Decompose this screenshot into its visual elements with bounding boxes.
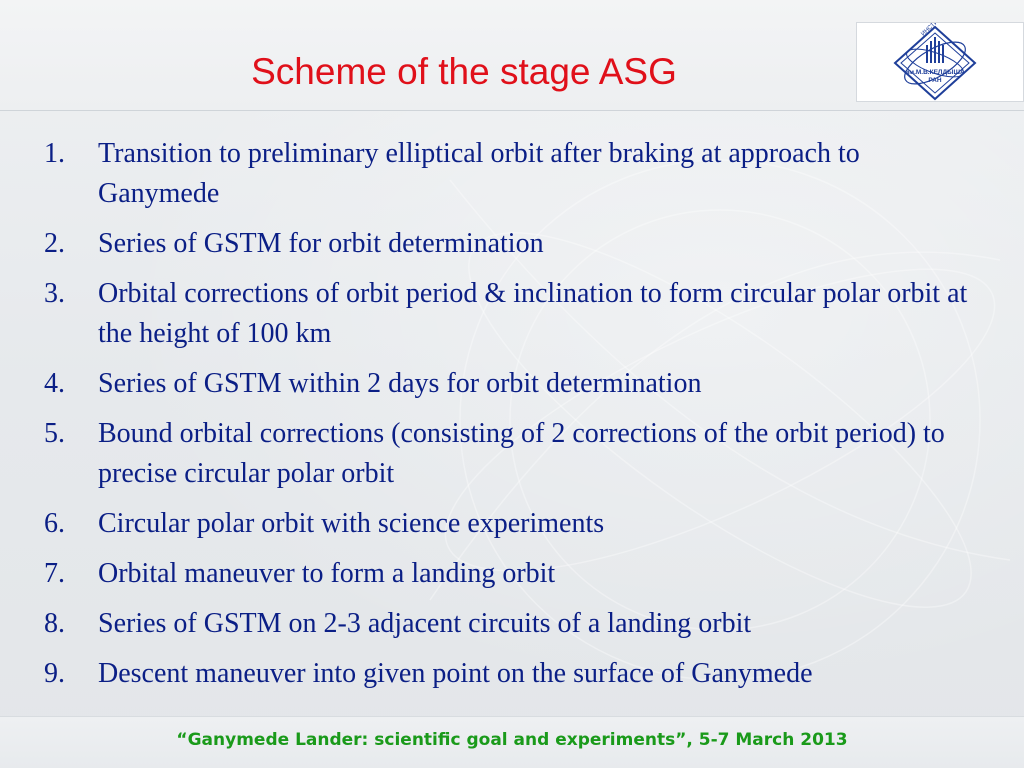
institute-logo: ИНСТИТУТ им.М.В.КЕЛДЫША РАН	[856, 22, 1024, 102]
footer-citation: “Ganymede Lander: scientific goal and ex…	[176, 730, 848, 750]
slide-title: Scheme of the stage ASG	[251, 51, 677, 92]
step-number: 2.	[44, 228, 65, 259]
list-item: 1. Transition to preliminary elliptical …	[40, 134, 980, 214]
list-item: 6. Circular polar orbit with science exp…	[40, 504, 980, 544]
step-text: Descent maneuver into given point on the…	[98, 658, 813, 689]
step-text: Transition to preliminary elliptical orb…	[98, 138, 860, 209]
step-number: 9.	[44, 658, 65, 689]
step-text: Series of GSTM for orbit determination	[98, 228, 544, 259]
step-number: 5.	[44, 418, 65, 449]
step-text: Circular polar orbit with science experi…	[98, 508, 605, 539]
institute-emblem-icon: ИНСТИТУТ им.М.В.КЕЛДЫША РАН	[893, 23, 977, 101]
header-divider	[0, 110, 1024, 111]
list-item: 2. Series of GSTM for orbit determinatio…	[40, 224, 980, 264]
step-text: Series of GSTM on 2-3 adjacent circuits …	[98, 608, 752, 639]
logo-text-middle: им.М.В.КЕЛДЫША	[905, 69, 965, 76]
step-number: 3.	[44, 278, 65, 309]
list-item: 7. Orbital maneuver to form a landing or…	[40, 554, 980, 594]
list-item: 8. Series of GSTM on 2-3 adjacent circui…	[40, 604, 980, 644]
step-number: 6.	[44, 508, 65, 539]
list-item: 5. Bound orbital corrections (consisting…	[40, 414, 980, 494]
list-item: 9. Descent maneuver into given point on …	[40, 654, 980, 694]
footer-band	[0, 716, 1024, 768]
list-item: 4. Series of GSTM within 2 days for orbi…	[40, 364, 980, 404]
step-text: Series of GSTM within 2 days for orbit d…	[98, 368, 702, 399]
step-text: Orbital corrections of orbit period & in…	[98, 278, 968, 349]
step-number: 4.	[44, 368, 65, 399]
step-number: 8.	[44, 608, 65, 639]
step-text: Orbital maneuver to form a landing orbit	[98, 558, 556, 589]
list-item: 3. Orbital corrections of orbit period &…	[40, 274, 980, 354]
steps-list: 1. Transition to preliminary elliptical …	[40, 134, 980, 704]
header-band	[0, 0, 1024, 110]
step-number: 1.	[44, 138, 65, 169]
step-number: 7.	[44, 558, 65, 589]
logo-text-bottom: РАН	[928, 77, 941, 84]
step-text: Bound orbital corrections (consisting of…	[98, 418, 945, 489]
